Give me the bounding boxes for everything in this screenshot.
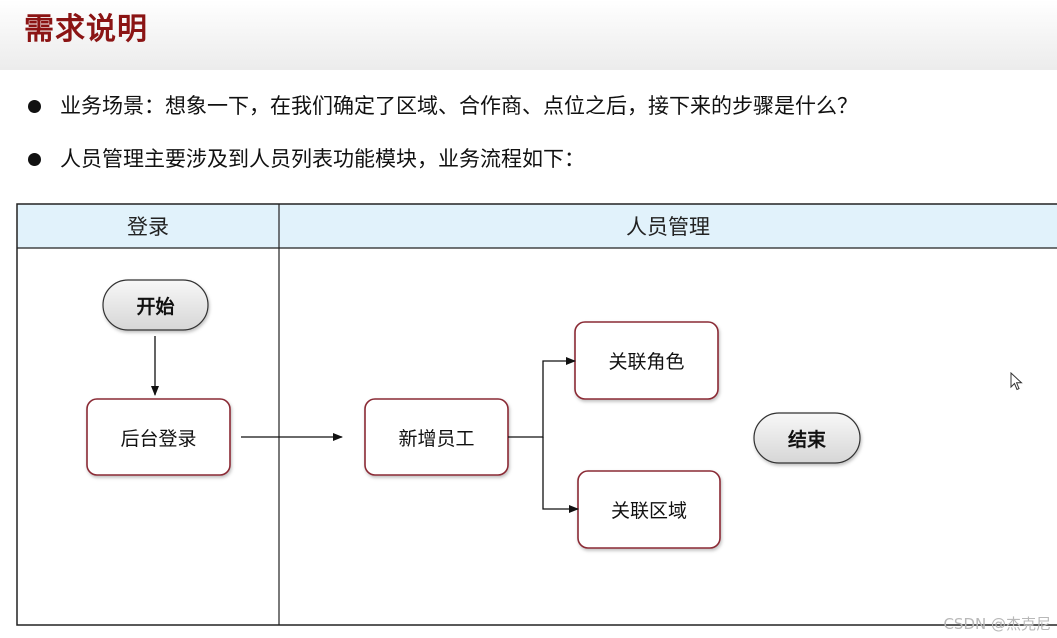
add-employee-label: 新增员工 — [398, 427, 475, 450]
lane-header-staff: 人员管理 — [626, 215, 710, 239]
link-role-label: 关联角色 — [608, 351, 685, 373]
title-band — [0, 0, 1057, 70]
bullet-item: 业务场景：想象一下，在我们确定了区域、合作商、点位之后，接下来的步骤是什么？ — [28, 88, 858, 124]
start-label: 开始 — [136, 295, 175, 318]
link-region-label: 关联区域 — [610, 500, 687, 522]
lane-header-bg — [17, 204, 1057, 248]
mouse-cursor-icon — [1010, 372, 1023, 391]
login-label: 后台登录 — [120, 427, 197, 450]
watermark: CSDN @杰克尼 — [943, 615, 1051, 633]
lane-header-login: 登录 — [127, 215, 169, 239]
bullet-item: 人员管理主要涉及到人员列表功能模块，业务流程如下： — [28, 141, 585, 177]
start-node — [102, 279, 209, 331]
page-title: 需求说明 — [24, 12, 148, 47]
bullet-text: 业务场景：想象一下，在我们确定了区域、合作商、点位之后，接下来的步骤是什么？ — [60, 94, 858, 118]
swimlane-frame — [16, 203, 1057, 626]
arrow-add-employee-to-link-role — [508, 357, 576, 438]
end-label: 结束 — [787, 428, 826, 451]
bullet-text: 人员管理主要涉及到人员列表功能模块，业务流程如下： — [60, 147, 585, 171]
bullet-dot-icon — [28, 99, 41, 113]
end-node — [753, 412, 861, 464]
bullet-dot-icon — [28, 152, 41, 166]
login-node — [86, 398, 231, 476]
arrow-add-employee-to-link-region — [542, 437, 579, 513]
